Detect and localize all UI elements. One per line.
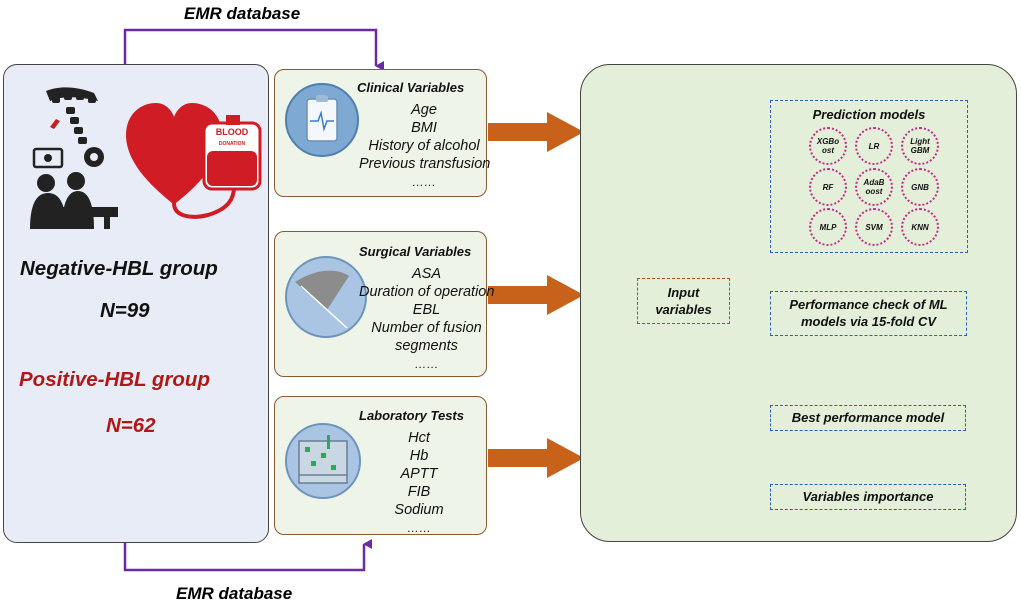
clinical-item: …… bbox=[412, 175, 436, 189]
surgical-item: ASA bbox=[411, 266, 441, 282]
surgical-item: EBL bbox=[412, 302, 441, 318]
negative-group-label: Negative-HBL group bbox=[20, 257, 218, 280]
clinical-item: History of alcohol bbox=[368, 138, 480, 154]
model-xgboost: XGBo ost bbox=[809, 127, 847, 165]
input-variables-box: Input variables bbox=[637, 278, 730, 324]
lab-tests-box: Laboratory Tests Hct Hb APTT FIB Sodium … bbox=[274, 396, 487, 535]
surgical-item: …… bbox=[414, 357, 439, 371]
surgical-item: segments bbox=[395, 338, 458, 354]
clinical-title: Clinical Variables bbox=[357, 80, 465, 95]
performance-check-box: Performance check of ML models via 15-fo… bbox=[770, 291, 967, 336]
lab-item: Hb bbox=[409, 448, 429, 464]
emr-bottom-label: EMR database bbox=[176, 584, 293, 603]
emr-top-connector bbox=[123, 28, 384, 71]
heart-icon bbox=[126, 103, 222, 203]
blood-bag-label: BLOOD bbox=[216, 127, 249, 137]
model-lr: LR bbox=[855, 127, 893, 165]
surgical-list: ASA Duration of operation EBL Number of … bbox=[359, 265, 494, 373]
clinical-list: Age BMI History of alcohol Previous tran… bbox=[359, 101, 491, 191]
blood-bag-icon: BLOOD DONATION bbox=[202, 115, 262, 191]
prediction-models-box: Prediction models XGBo ost LR Light GBM … bbox=[770, 100, 968, 253]
lab-title: Laboratory Tests bbox=[359, 408, 464, 423]
model-rf: RF bbox=[809, 168, 847, 206]
surgeons-icon bbox=[30, 172, 118, 229]
surgical-variables-box: Surgical Variables ASA Duration of opera… bbox=[274, 231, 494, 377]
surgical-item: Number of fusion bbox=[371, 320, 482, 336]
lab-item: FIB bbox=[407, 484, 431, 500]
negative-count: N=99 bbox=[100, 299, 150, 322]
positive-group-label: Positive-HBL group bbox=[19, 368, 210, 391]
emr-top-label: EMR database bbox=[184, 4, 301, 23]
model-mlp: MLP bbox=[809, 208, 847, 246]
variables-importance-box: Variables importance bbox=[770, 484, 966, 510]
surgery-illustration bbox=[30, 87, 118, 229]
lab-list: Hct Hb APTT FIB Sodium …… bbox=[359, 429, 479, 537]
model-knn: KNN bbox=[901, 208, 939, 246]
lab-rack-icon bbox=[285, 423, 361, 499]
emr-bottom-connector bbox=[123, 539, 372, 572]
model-gnb: GNB bbox=[901, 168, 939, 206]
lab-to-model-arrow bbox=[488, 438, 584, 478]
prediction-models-title: Prediction models bbox=[812, 107, 926, 122]
model-adaboost: AdaB oost bbox=[855, 168, 893, 206]
clinical-to-model-arrow bbox=[488, 112, 584, 152]
surgical-item: Duration of operation bbox=[359, 284, 495, 300]
performance-check-label: Performance check of ML models via 15-fo… bbox=[789, 297, 948, 329]
clinical-item: Age bbox=[411, 102, 437, 118]
best-model-box: Best performance model bbox=[770, 405, 966, 431]
clipboard-icon bbox=[285, 83, 359, 157]
input-variables-label: Input variables bbox=[655, 285, 712, 317]
variables-importance-label: Variables importance bbox=[802, 489, 934, 504]
surgical-title: Surgical Variables bbox=[359, 244, 472, 259]
blood-donation-illustration: BLOOD DONATION bbox=[126, 103, 262, 219]
clinical-item: Previous transfusion bbox=[359, 156, 491, 172]
surgical-to-model-arrow bbox=[488, 275, 584, 315]
positive-count: N=62 bbox=[106, 414, 156, 437]
lab-item: Hct bbox=[408, 430, 430, 446]
lab-item: …… bbox=[407, 521, 431, 535]
lab-item: APTT bbox=[400, 466, 438, 482]
best-model-label: Best performance model bbox=[791, 410, 945, 425]
modeling-panel bbox=[580, 64, 1017, 542]
lab-item: Sodium bbox=[394, 502, 444, 518]
svg-text:DONATION: DONATION bbox=[219, 141, 246, 147]
spine-icon bbox=[46, 87, 98, 144]
scalpel-icon bbox=[285, 256, 367, 338]
clinical-variables-box: Clinical Variables Age BMI History of al… bbox=[274, 69, 491, 197]
model-lightgbm: Light GBM bbox=[901, 127, 939, 165]
cohort-panel: BLOOD DONATION Negative-HBL group N=99 P… bbox=[3, 64, 269, 543]
model-svm: SVM bbox=[855, 208, 893, 246]
clinical-item: BMI bbox=[411, 120, 437, 136]
